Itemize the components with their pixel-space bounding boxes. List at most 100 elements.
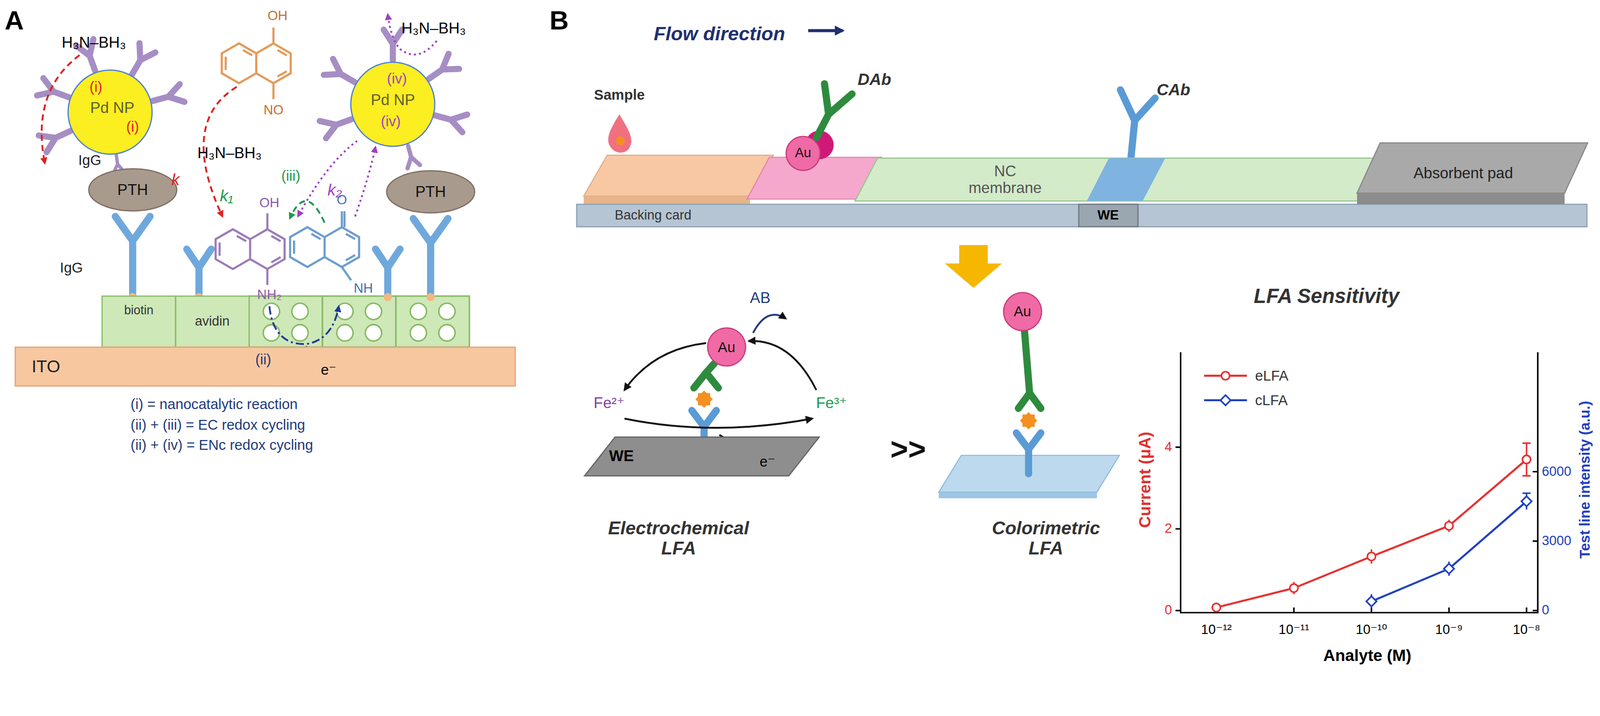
- text-label: 10⁻⁹: [1435, 622, 1463, 638]
- node-label: ITO: [31, 356, 60, 376]
- text-label: Test line intensity (a.u.): [1576, 400, 1593, 559]
- reaction-arrows: [41, 14, 437, 366]
- text-label: 6000: [1541, 464, 1572, 480]
- text-label: k: [171, 170, 180, 189]
- avidin-layer: [292, 324, 309, 341]
- text-label: IgG: [59, 259, 83, 276]
- detection-antibodies: [432, 106, 468, 133]
- chart: [1212, 454, 1531, 612]
- node-label: Au: [718, 339, 736, 355]
- avidin-layer: [336, 324, 353, 341]
- text-label: e⁻: [320, 361, 337, 378]
- working-electrode: WE: [1078, 204, 1139, 227]
- avidin-box: avidin: [175, 295, 250, 347]
- pth-antigen: PTH: [385, 170, 476, 214]
- chart: [1293, 442, 1531, 594]
- chart: [1180, 351, 1539, 613]
- node-label: PTH: [415, 183, 446, 201]
- node-outline: [854, 158, 1392, 201]
- node-shape: [175, 295, 250, 347]
- text-label: (ii) + (iii) = EC redox cycling: [130, 416, 306, 433]
- node-label: NC membrane: [964, 162, 1046, 197]
- node-shape: [854, 158, 1392, 201]
- node-shape: [576, 204, 1587, 227]
- biotin-box: biotin: [102, 295, 176, 347]
- text-label: >>: [890, 431, 927, 466]
- colorimetric-scheme: [1018, 330, 1041, 409]
- capture-antibodies: [413, 218, 449, 296]
- molecules: [215, 229, 285, 269]
- molecules: [221, 43, 292, 83]
- chart: [1221, 371, 1230, 380]
- molecules: [221, 27, 292, 100]
- reaction-arrows: [289, 200, 325, 223]
- text-label: 4: [1164, 439, 1173, 455]
- detection-antibodies: [150, 83, 185, 110]
- illustration: [37, 14, 1539, 613]
- colorimetric-scheme: [1019, 411, 1038, 429]
- text-label: 10⁻¹²: [1200, 622, 1232, 638]
- chart: [1289, 583, 1299, 592]
- chart: [1175, 351, 1538, 613]
- sample-pad: [583, 155, 774, 196]
- node-label: PTH: [117, 181, 148, 199]
- node-shape: [707, 327, 746, 366]
- node-detail: [1087, 158, 1166, 201]
- node-shape: [584, 436, 820, 476]
- chart: [1216, 459, 1527, 608]
- text-label: 3000: [1541, 533, 1572, 549]
- colorimetric-scheme: [938, 330, 1120, 499]
- reaction-arrows: [297, 140, 358, 217]
- node-label: avidin: [194, 314, 230, 329]
- text-label: (ii) + (iv) = ENc redox cycling: [130, 436, 314, 453]
- electrochemical-scheme: [695, 390, 713, 408]
- node-shape: [1357, 142, 1588, 193]
- text-label: Electrochemical LFA: [589, 517, 769, 559]
- text-label: Colorimetric LFA: [974, 517, 1118, 559]
- avidin-layer: [365, 302, 382, 320]
- text-label: A: [4, 5, 25, 35]
- reaction-arrows: [355, 146, 376, 216]
- biotin-dots: [426, 293, 435, 302]
- electrochemical-scheme: [752, 314, 786, 333]
- avidin-layer: [336, 302, 353, 320]
- chart: [1212, 603, 1221, 612]
- node-label: WE: [609, 447, 634, 465]
- text-label: 0: [1541, 602, 1549, 618]
- sample-pad: [583, 155, 774, 205]
- pd-nanoparticle: (iv)Pd NP(iv): [349, 61, 436, 148]
- node-shape: [786, 135, 821, 170]
- text-label: NH: [353, 281, 374, 297]
- node-label: Au: [795, 145, 812, 161]
- electrochemical-scheme: [748, 340, 817, 390]
- text-label: Analyte (M): [1323, 645, 1412, 665]
- nc-membrane: NC membrane: [854, 158, 1392, 201]
- text-label: e⁻: [759, 453, 776, 470]
- text-label: Fe³⁺: [816, 394, 848, 412]
- text-label: LFA Sensitivity: [1253, 284, 1400, 308]
- flow-arrow: [808, 28, 844, 32]
- node-label: biotin: [124, 303, 154, 317]
- molecules: [266, 213, 269, 285]
- legend-label: cLFA: [1254, 392, 1288, 408]
- molecules: [215, 213, 285, 285]
- node-shape: [386, 170, 475, 214]
- text-label: 10⁻⁸: [1512, 622, 1541, 638]
- molecules: [290, 227, 360, 267]
- text-label: k₁: [219, 186, 234, 206]
- node-label: Au: [1013, 303, 1032, 320]
- down-arrow: [944, 244, 1002, 288]
- text-label: OH: [259, 195, 280, 211]
- legend-label: eLFA: [1254, 367, 1289, 384]
- electrochemical-scheme: [624, 418, 813, 428]
- colorimetric-scheme: [1016, 432, 1041, 474]
- chart: [1366, 595, 1377, 607]
- text-label: Flow direction: [653, 23, 786, 45]
- chart: [1443, 563, 1455, 574]
- text-label: DAb: [857, 70, 892, 89]
- capture-antibody: [1120, 89, 1156, 162]
- chart: [1371, 492, 1531, 609]
- detection-antibodies: [38, 122, 75, 153]
- node-shape: [350, 61, 435, 146]
- absorbent-pad: Absorbent pad: [1357, 142, 1588, 205]
